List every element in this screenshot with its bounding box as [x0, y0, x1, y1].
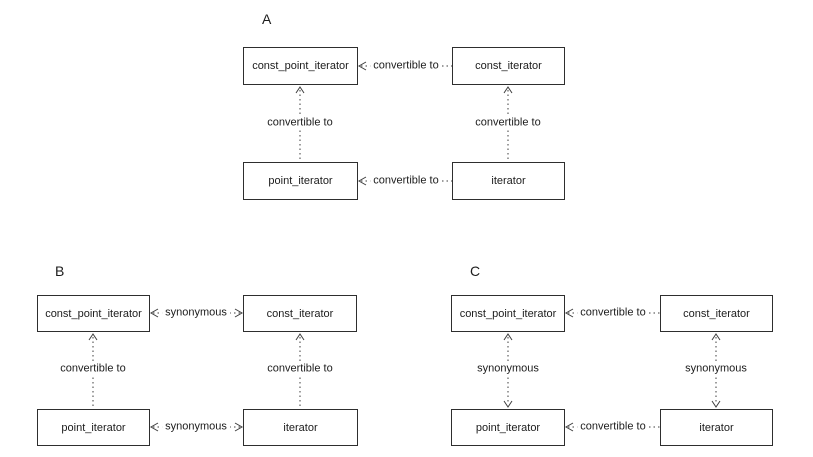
c-node-iterator: iterator: [660, 409, 773, 446]
a-node-iterator: iterator: [452, 162, 565, 200]
c-edge-left-label: synonymous: [474, 362, 542, 376]
a-node-const-point-iterator: const_point_iterator: [243, 47, 358, 85]
b-node-iterator: iterator: [243, 409, 358, 446]
c-edge-top-label: convertible to: [577, 306, 649, 320]
a-edge-top-label: convertible to: [370, 59, 442, 73]
c-edge-right-label: synonymous: [682, 362, 750, 376]
c-node-point-iterator: point_iterator: [451, 409, 565, 446]
c-node-const-iterator: const_iterator: [660, 295, 773, 332]
b-node-point-iterator: point_iterator: [37, 409, 150, 446]
arrowhead-left-icon: [357, 61, 367, 71]
arrowhead-left-icon: [357, 176, 367, 186]
a-edge-left-label: convertible to: [264, 116, 336, 130]
b-node-const-iterator: const_iterator: [243, 295, 357, 332]
arrowhead-right-icon: [234, 308, 244, 318]
arrowhead-up-icon: [711, 333, 721, 341]
b-edge-bottom-label: synonymous: [162, 420, 230, 434]
arrowhead-left-icon: [564, 308, 574, 318]
arrowhead-up-icon: [295, 86, 305, 94]
b-edge-top-label: synonymous: [162, 306, 230, 320]
arrowhead-left-icon: [149, 308, 159, 318]
arrowhead-down-icon: [711, 400, 721, 408]
a-node-const-iterator: const_iterator: [452, 47, 565, 85]
b-node-const-point-iterator: const_point_iterator: [37, 295, 150, 332]
arrowhead-up-icon: [503, 86, 513, 94]
arrowhead-up-icon: [503, 333, 513, 341]
arrowhead-left-icon: [564, 422, 574, 432]
arrowhead-down-icon: [503, 400, 513, 408]
a-node-point-iterator: point_iterator: [243, 162, 358, 200]
diagram-c-letter: C: [470, 263, 481, 279]
arrowhead-up-icon: [88, 333, 98, 341]
arrowhead-left-icon: [149, 422, 159, 432]
arrowhead-right-icon: [234, 422, 244, 432]
a-edge-bottom-label: convertible to: [370, 174, 442, 188]
c-node-const-point-iterator: const_point_iterator: [451, 295, 565, 332]
a-edge-right-label: convertible to: [472, 116, 544, 130]
c-edge-bottom-label: convertible to: [577, 420, 649, 434]
diagram-a-letter: A: [262, 11, 272, 27]
b-edge-left-label: convertible to: [57, 362, 129, 376]
arrowhead-up-icon: [295, 333, 305, 341]
b-edge-right-label: convertible to: [264, 362, 336, 376]
diagram-b-letter: B: [55, 263, 65, 279]
